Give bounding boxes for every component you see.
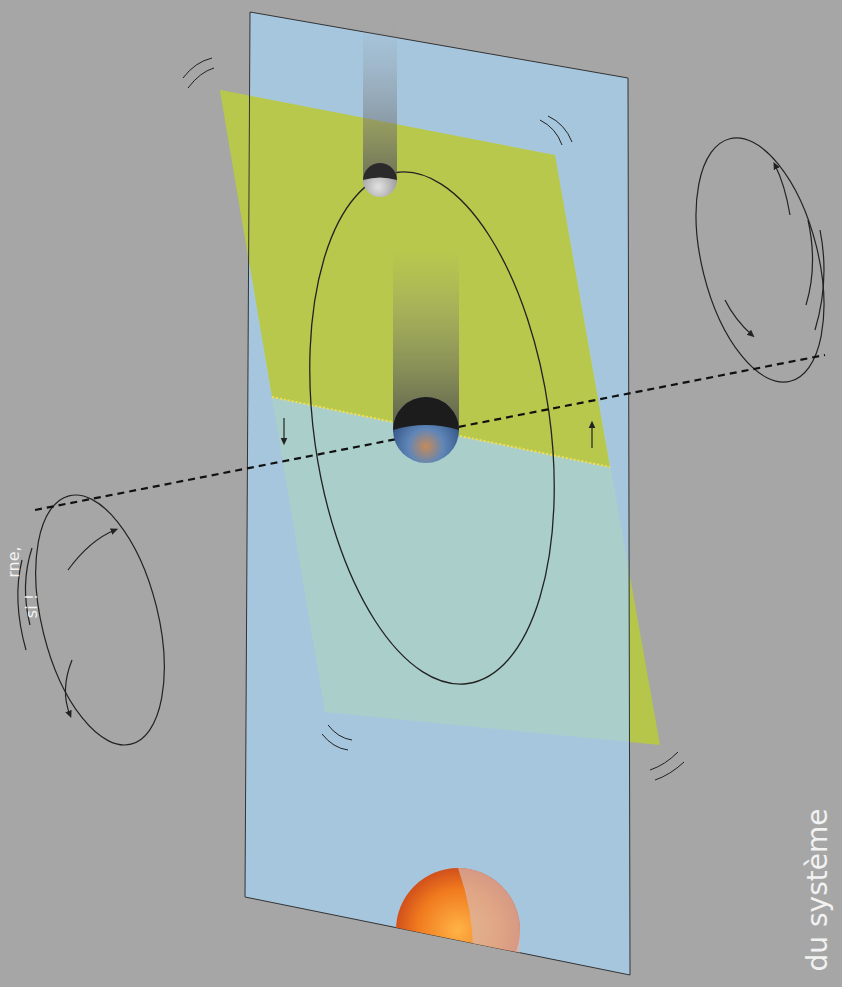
lunar-orbit xyxy=(279,156,585,700)
moon xyxy=(363,163,397,197)
precession-circle xyxy=(13,482,187,758)
direction-arrow xyxy=(283,418,284,442)
page-text-fragment: si ! xyxy=(24,594,40,618)
lunar-orbit-plane xyxy=(220,90,610,467)
direction-arrow xyxy=(591,424,592,448)
sun xyxy=(396,868,520,987)
earth xyxy=(393,397,459,463)
rotation-axis xyxy=(35,355,825,510)
moon-shadow xyxy=(363,20,397,182)
page-text-fragment: rne, xyxy=(6,546,22,577)
earth-shadow xyxy=(393,250,459,432)
wobble-mark xyxy=(183,58,684,780)
page-text-fragment: du système xyxy=(804,809,832,972)
precession-circle xyxy=(673,125,842,396)
